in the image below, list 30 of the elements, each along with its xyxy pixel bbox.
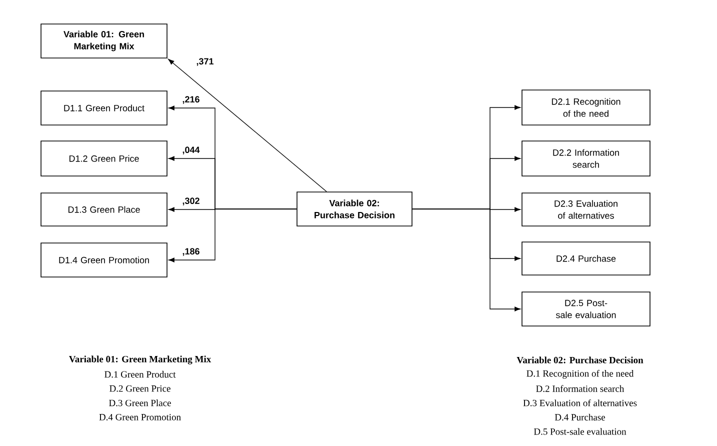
heading: Variable 02: Purchase Decision bbox=[516, 356, 644, 364]
edge-label: ,371 bbox=[195, 57, 215, 67]
dimension-text: D.2 Green Price bbox=[110, 385, 170, 392]
dimension-text: D.2 Information search bbox=[536, 385, 624, 392]
dimension-box: D2.2 Information search bbox=[522, 140, 650, 176]
dimension-text: D.3 Evaluation of alternatives bbox=[523, 399, 637, 406]
dimension-text: D.3 Green Place bbox=[109, 400, 171, 406]
dimension-box: D2.1 Recognition of the need bbox=[522, 90, 650, 126]
variable-box: Variable 01: Green Marketing Mix bbox=[40, 24, 168, 58]
dimension-text: D.1 Recognition of the need bbox=[526, 370, 634, 379]
dimension-box: D2.3 Evaluation of alternatives bbox=[522, 192, 650, 226]
variable-box: Variable 02: Purchase Decision bbox=[296, 192, 412, 226]
edge-label: ,216 bbox=[181, 95, 201, 105]
edge-label: ,044 bbox=[181, 146, 201, 156]
dimension-text: D.1 Green Product bbox=[104, 370, 176, 378]
dimension-box: D1.4 Green Promotion bbox=[40, 242, 168, 278]
arrow bbox=[412, 208, 520, 312]
heading: Variable 01: Green Marketing Mix bbox=[69, 356, 212, 364]
dimension-box: D2.5 Post-sale evaluation bbox=[522, 292, 650, 326]
dimension-box: D1.2 Green Price bbox=[40, 140, 168, 176]
dimension-box: D1.3 Green Place bbox=[40, 192, 168, 226]
edge-label: ,186 bbox=[181, 247, 201, 257]
dimension-box: D2.4 Purchase bbox=[522, 242, 650, 276]
dimension-box: D1.1 Green Product bbox=[40, 90, 168, 126]
dimension-text: D.5 Post-sale evaluation bbox=[534, 428, 626, 435]
edge-label: ,302 bbox=[181, 196, 201, 206]
arrow bbox=[168, 59, 327, 192]
arrow bbox=[168, 208, 297, 262]
dimension-text: D.4 Green Promotion bbox=[99, 414, 181, 420]
dimension-text: D.4 Purchase bbox=[554, 414, 605, 421]
